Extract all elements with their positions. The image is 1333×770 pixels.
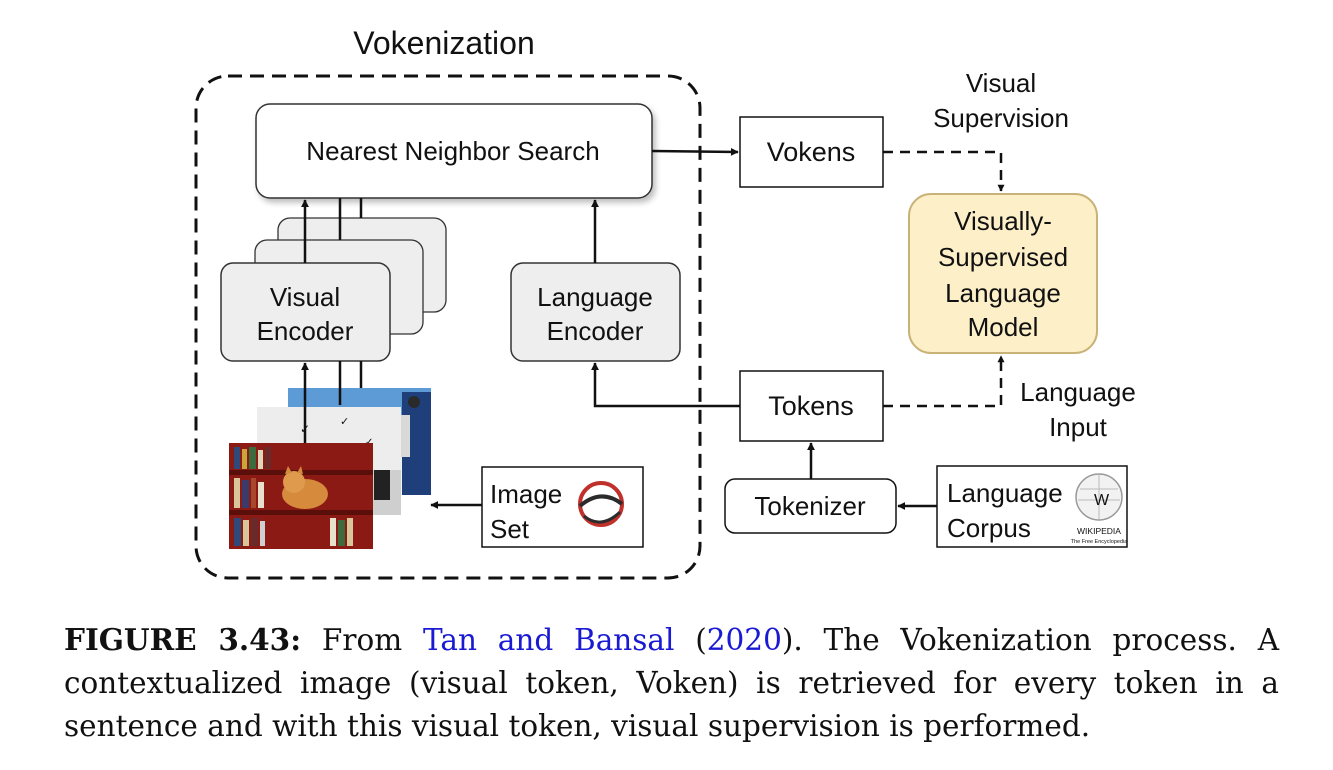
caption-body: ). The Vokenization process. A contextua…: [64, 623, 1279, 743]
vslm-box: [908, 193, 1098, 354]
language-input-label-line1: Language: [1020, 377, 1136, 407]
vokenization-title: Vokenization: [353, 25, 534, 61]
wikipedia-logo-icon: W WIKIPEDIA The Free Encyclopedia: [1071, 473, 1128, 545]
language-encoder-label-line2: Encoder: [547, 316, 644, 346]
figure-caption: FIGURE 3.43: From Tan and Bansal (2020).…: [64, 618, 1279, 748]
image-set-box: [481, 466, 644, 548]
wikipedia-tagline: The Free Encyclopedia: [1071, 539, 1128, 545]
visual-supervision-label-line2: Supervision: [933, 103, 1069, 133]
arrow-tokens-to-vslm: [883, 355, 1005, 408]
citation-year-link[interactable]: 2020: [706, 623, 782, 657]
language-encoder-label-line1: Language: [537, 282, 653, 312]
vokenization-diagram: Vokenization Nearest Neighbor Search Vis…: [194, 25, 1136, 580]
language-corpus-label-line1: Language: [947, 478, 1063, 508]
visual-encoder-label-line1: Visual: [270, 282, 340, 312]
vokens-box: [739, 116, 884, 188]
imagenet-logo-icon: [578, 481, 624, 527]
image-set-label-line1: Image: [490, 479, 562, 509]
image-thumbnails: ✓ ✓ ✓: [229, 388, 431, 549]
arrow-search-to-vokens: [651, 147, 739, 156]
vokenization-group-border: [194, 74, 702, 580]
figure-label: FIGURE 3.43:: [64, 622, 302, 657]
language-input-label-line2: Input: [1049, 412, 1108, 442]
tokens-box: [739, 370, 884, 442]
visual-supervision-label-line1: Visual: [966, 68, 1036, 98]
vslm-label-line4: Model: [968, 312, 1039, 342]
citation-authors-link[interactable]: Tan and Bansal: [423, 623, 675, 657]
svg-text:W: W: [1094, 492, 1110, 509]
visual-encoder-label-line2: Encoder: [257, 316, 354, 346]
tokens-label: Tokens: [768, 391, 854, 421]
photo-cat-bookshelf: [229, 443, 373, 549]
vslm-label-line2: Supervised: [938, 242, 1068, 272]
caption-from: From: [321, 623, 403, 657]
language-corpus-label-line2: Corpus: [947, 513, 1031, 543]
language-encoder-box: [510, 262, 681, 362]
nearest-neighbor-search-label: Nearest Neighbor Search: [306, 136, 599, 166]
vslm-label-line3: Language: [945, 278, 1061, 308]
svg-text:✓: ✓: [365, 437, 373, 448]
tokenizer-label: Tokenizer: [754, 491, 866, 521]
vokens-label: Vokens: [767, 137, 856, 167]
arrow-vokens-to-vslm: [883, 150, 1005, 192]
wikipedia-wordmark: WIKIPEDIA: [1077, 526, 1121, 536]
vslm-label-line1: Visually-: [954, 206, 1052, 236]
visual-encoder-box: [220, 262, 391, 362]
caption-paren-open: (: [695, 623, 707, 657]
image-set-label-line2: Set: [490, 514, 530, 544]
svg-text:✓: ✓: [340, 416, 349, 428]
arrow-tokens-to-language-encoder: [591, 362, 740, 408]
